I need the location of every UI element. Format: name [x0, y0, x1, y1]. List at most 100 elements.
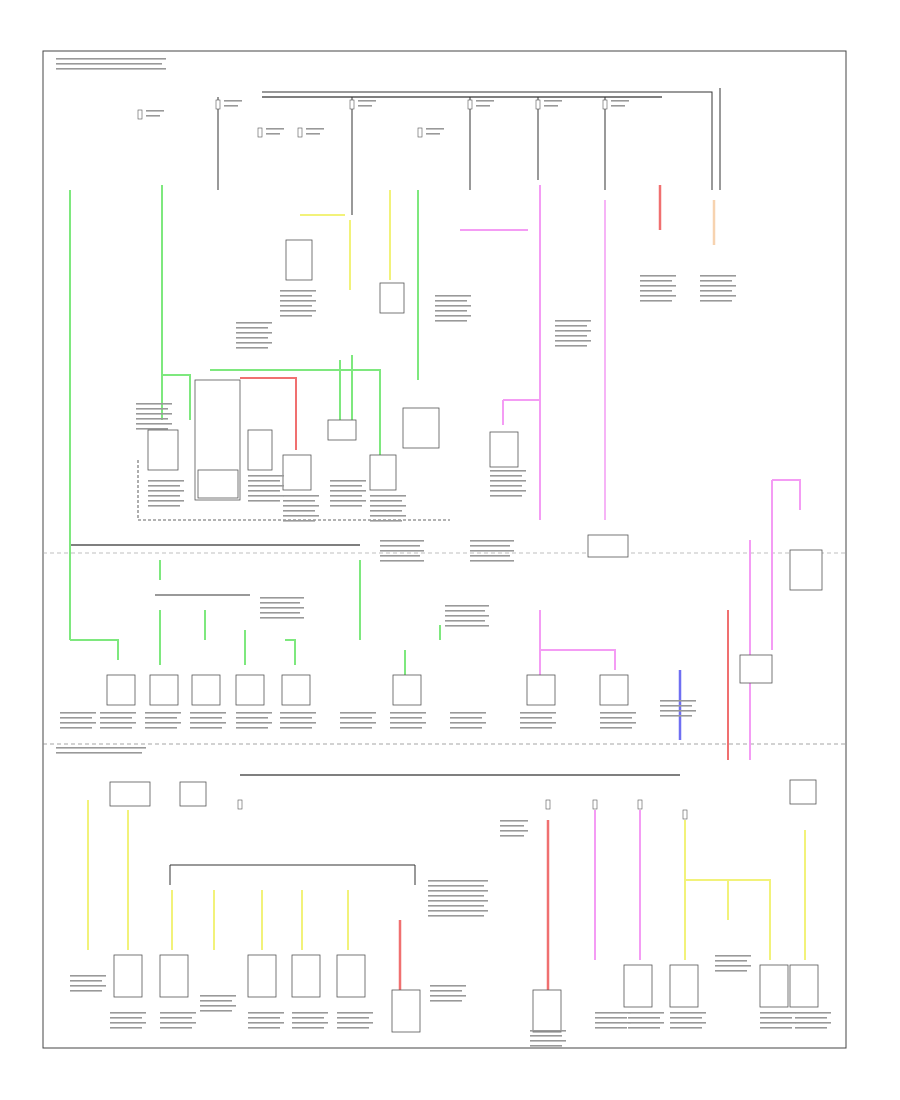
lower-section-label-text — [500, 835, 524, 837]
component-label-text — [248, 475, 284, 477]
box-caption-text — [56, 58, 166, 60]
component-label-text — [555, 340, 591, 342]
connector-block — [489, 431, 519, 468]
components — [106, 99, 823, 1033]
section-label-text — [380, 540, 424, 542]
component-label-text — [435, 320, 467, 322]
component-label-text — [370, 510, 402, 512]
component-label-text — [292, 1017, 324, 1019]
component-label-text — [490, 480, 526, 482]
connector-block — [789, 549, 823, 591]
fuse-label-text — [358, 100, 376, 102]
component-label-text — [640, 275, 676, 277]
component-label-text — [435, 300, 467, 302]
component-label-text — [600, 727, 632, 729]
component-label-text — [530, 1040, 566, 1042]
component-label-text — [390, 717, 422, 719]
component-label-text — [430, 1000, 462, 1002]
section-label-text — [260, 612, 300, 614]
component-label-text — [236, 717, 268, 719]
component-label-text — [340, 717, 372, 719]
component-label-text — [715, 955, 751, 957]
component-label-text — [795, 1022, 831, 1024]
component-label-text — [236, 337, 268, 339]
component-label-text — [670, 1022, 706, 1024]
component-label-text — [283, 505, 319, 507]
component-label-text — [337, 1027, 369, 1029]
component-label-text — [435, 305, 471, 307]
fuse-label-text — [544, 100, 562, 102]
connector-block — [532, 989, 562, 1033]
component-label-text — [136, 428, 168, 430]
pink-wire — [772, 479, 801, 510]
component-label-text — [110, 1017, 142, 1019]
component-label-text — [330, 500, 366, 502]
component-label-text — [330, 495, 362, 497]
component-label-text — [600, 712, 636, 714]
component-label-text — [283, 510, 315, 512]
component-label-text — [200, 1005, 236, 1007]
component-label-text — [700, 290, 732, 292]
fuse-label-text — [611, 100, 629, 102]
component-label-text — [248, 1022, 284, 1024]
component-label-text — [600, 722, 636, 724]
component-label-text — [280, 712, 316, 714]
component-label-text — [280, 290, 316, 292]
lower-section-label-text — [428, 915, 484, 917]
component-label-text — [236, 342, 272, 344]
connector-block — [291, 954, 321, 998]
component-label-text — [160, 1017, 192, 1019]
connector-block — [623, 964, 653, 1008]
section-label-text — [470, 545, 510, 547]
component-label-text — [450, 727, 482, 729]
green-wire — [210, 369, 381, 455]
component-label-text — [148, 500, 184, 502]
component-label-text — [70, 990, 102, 992]
component-label-text — [283, 520, 315, 522]
component-label-text — [450, 717, 482, 719]
component-label-text — [190, 717, 222, 719]
component-label-text — [370, 500, 402, 502]
lower-box-caption-text — [56, 752, 142, 754]
component-label-text — [248, 1012, 284, 1014]
component-label-text — [148, 495, 180, 497]
section-label-text — [260, 602, 300, 604]
component-label-text — [340, 722, 376, 724]
lower-section-label-text — [428, 895, 484, 897]
component-label-text — [555, 325, 587, 327]
component-label-text — [236, 722, 272, 724]
component-label-text — [340, 712, 376, 714]
component-label-text — [236, 347, 268, 349]
connector-block — [327, 419, 357, 441]
component-label-text — [136, 413, 172, 415]
connector-block — [391, 989, 421, 1033]
component-label-text — [555, 335, 587, 337]
component-label-text — [600, 717, 632, 719]
connector-block — [379, 282, 405, 314]
top-fuse — [257, 127, 263, 138]
connector-block — [392, 674, 422, 706]
lower-box-caption-text — [56, 747, 146, 749]
component-label-text — [700, 285, 736, 287]
top-fuse — [602, 99, 608, 110]
section-label-text — [445, 610, 485, 612]
component-label-text — [160, 1012, 196, 1014]
component-label-text — [530, 1045, 562, 1047]
connector-block — [106, 674, 136, 706]
component-label-text — [555, 330, 591, 332]
top-fuse — [137, 109, 143, 120]
component-label-text — [100, 727, 132, 729]
component-label-text — [148, 490, 184, 492]
component-label-text — [628, 1022, 664, 1024]
lower-fuse — [545, 799, 551, 810]
component-label-text — [280, 310, 316, 312]
wires-black — [69, 88, 721, 885]
component-label-text — [370, 505, 406, 507]
component-label-text — [337, 1012, 373, 1014]
section-label-text — [380, 560, 424, 562]
component-label-text — [660, 705, 692, 707]
component-label-text — [715, 960, 747, 962]
component-label-text — [640, 290, 672, 292]
component-label-text — [595, 1012, 631, 1014]
section-label-text — [445, 605, 489, 607]
